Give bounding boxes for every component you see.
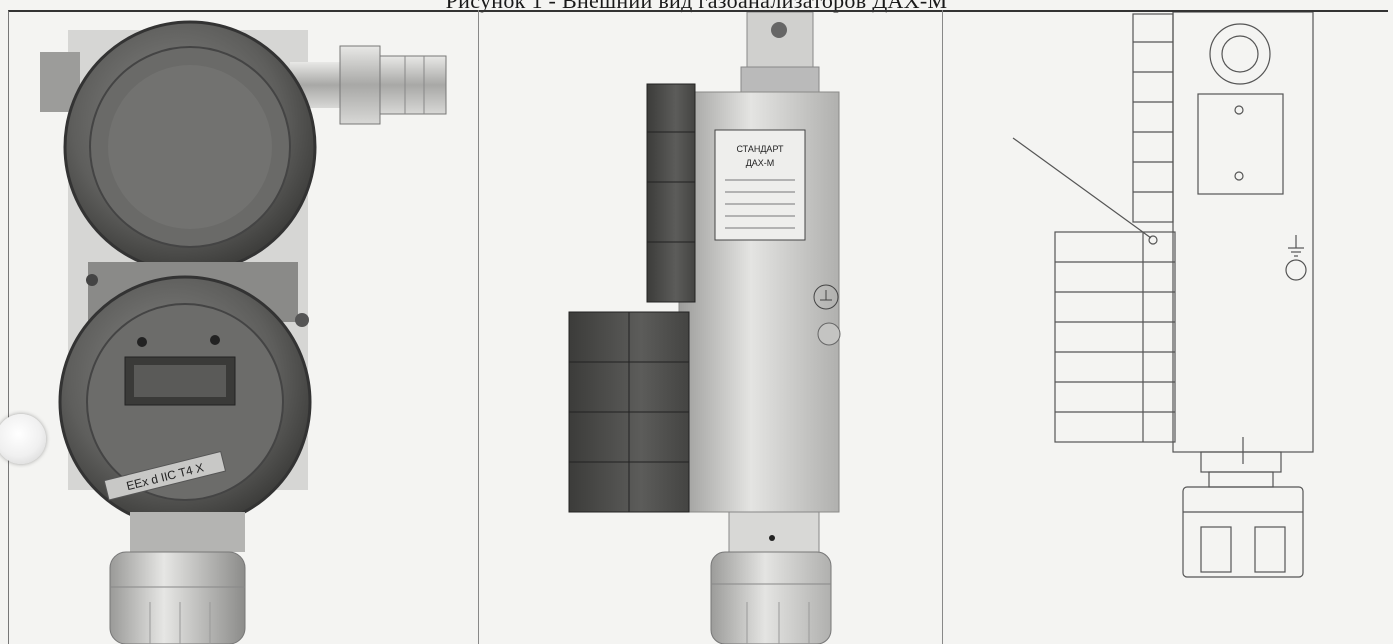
side-view-photo: СТАНДАРТ ДАХ-М [479, 12, 941, 644]
panel-divider-2 [942, 10, 943, 644]
front-view-photo: ЕЕх d IIC T4 X [10, 12, 476, 644]
figure-frame [8, 10, 1388, 644]
side-label-line-1: СТАНДАРТ [736, 144, 784, 154]
scan-hole-punch [0, 414, 46, 464]
figure-caption: Рисунок 1 - Внешний вид газоанализаторов… [445, 0, 948, 13]
panel-divider-1 [478, 10, 479, 644]
side-label-line-2: ДАХ-М [746, 158, 775, 168]
outline-drawing [943, 12, 1388, 644]
